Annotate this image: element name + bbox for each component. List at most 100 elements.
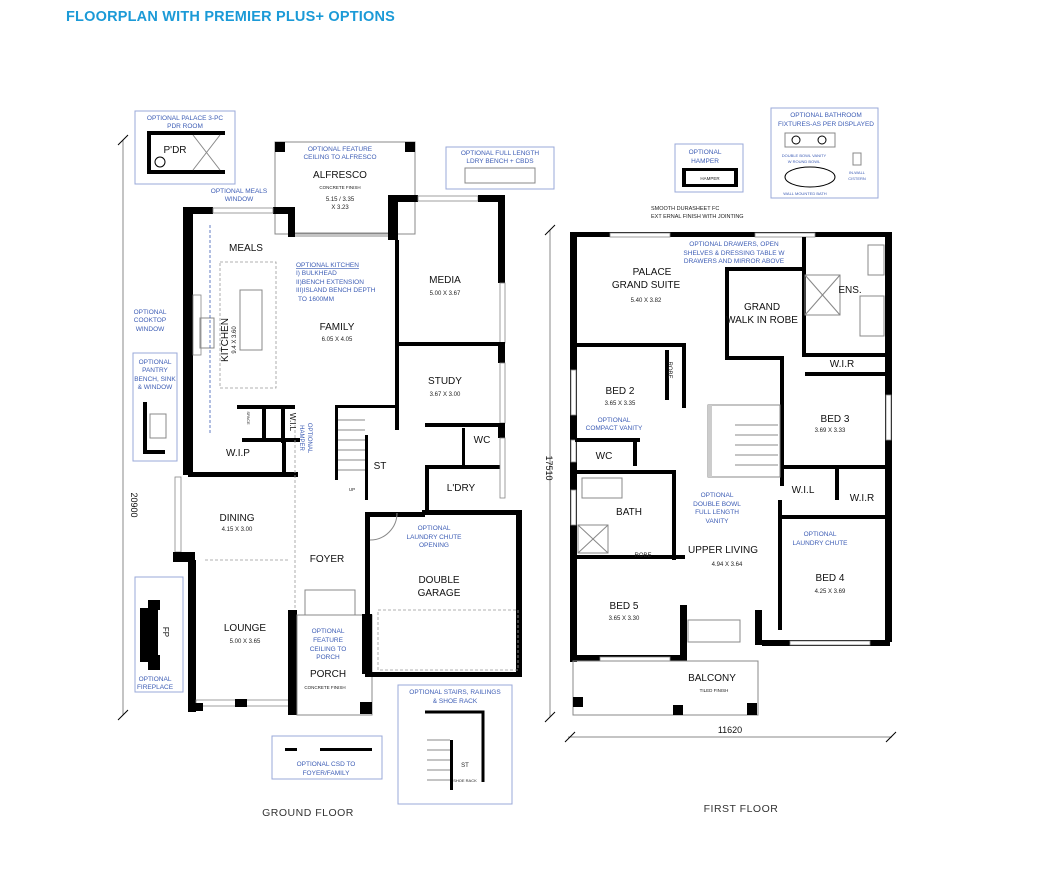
room-balcony: BALCONY [688,673,736,684]
room-alfresco: ALFRESCO [313,170,367,181]
option-alfresco-ceiling-2: CEILING TO ALFRESCO [303,154,376,161]
option-porch-2: FEATURE [313,637,344,644]
room-st: ST [374,461,387,472]
family-size: 6.05 X 4.05 [322,337,353,343]
first-floor-labels: OPTIONAL HAMPER HAMPER OPTIONAL BATHROOM… [586,112,875,815]
room-suite-2: GRAND SUITE [612,280,681,291]
bath-label: WALL MOUNTED BATH [783,191,827,196]
stairs-up-label: UP [349,487,355,492]
suite-size: 5.40 X 3.82 [631,298,662,304]
option-stairs-st: ST [461,763,469,769]
ground-floor-label: GROUND FLOOR [262,807,354,819]
option-drawers-1: OPTIONAL DRAWERS, OPEN [689,241,779,248]
option-pdr-2: PDR ROOM [167,123,203,130]
room-garage-2: GARAGE [418,588,461,599]
ground-floor-plan: 20900 [117,110,555,805]
option-compact-vanity-1: OPTIONAL [598,417,631,424]
option-compact-vanity-2: COMPACT VANITY [586,425,643,432]
bed2-size: 3.65 X 3.35 [605,401,636,407]
porch-finish: CONCRETE FINISH [304,685,345,690]
study-size: 3.67 X 3.00 [430,392,461,398]
bed4-size: 4.25 X 3.69 [815,589,846,595]
option-porch-4: PORCH [316,654,340,661]
option-bathroom-1: OPTIONAL BATHROOM [790,112,862,119]
cistern-label-2: CISTERN [848,176,866,181]
option-fireplace-2: FIREPLACE [137,684,174,691]
option-drawers-3: DRAWERS AND MIRROR ABOVE [684,258,785,265]
option-pdr-1: OPTIONAL PALACE 3-PC [147,115,224,122]
dimension-11620: 11620 [718,725,742,735]
space-label: SPACE [246,411,251,425]
room-gwir-2: WALK IN ROBE [726,315,798,326]
balcony-finish: TILED FINISH [700,688,729,693]
option-csd-2: FOYER/FAMILY [303,770,350,777]
room-media: MEDIA [429,275,461,286]
option-hamper-1: OPTIONAL [689,149,722,156]
room-wc-first: WC [596,451,613,462]
vanity-label-1: DOUBLE BOWL VANITY [782,153,827,158]
vanity-label-2: W ROUND BOWL [788,159,821,164]
option-double-vanity-4: VANITY [706,518,730,525]
option-cooktop-3: WINDOW [136,326,165,333]
option-cooktop-2: COOKTOP [134,317,166,324]
option-laundry-chute-1: OPTIONAL [418,525,451,532]
cladding-note-2: EXT ERNAL FINISH WITH JOINTING [651,214,744,220]
option-csd-1: OPTIONAL CSD TO [297,761,356,768]
first-floor-label: FIRST FLOOR [704,803,779,815]
option-hamper-2: HAMPER [298,425,304,451]
room-dining: DINING [220,513,255,524]
room-kitchen: KITCHEN [220,318,231,362]
option-cooktop-1: OPTIONAL [134,309,167,316]
room-pdr: P'DR [163,145,186,156]
media-size: 5.00 X 3.67 [430,291,461,297]
option-pantry-4: & WINDOW [138,384,174,391]
bed5-size: 3.65 X 3.30 [609,616,640,622]
room-gwir-1: GRAND [744,302,780,313]
room-meals: MEALS [229,243,263,254]
fireplace-label: FP [161,627,170,637]
alfresco-size-1: 5.15 / 3.35 [326,197,355,203]
option-stairs-2: & SHOE RACK [433,698,478,705]
cladding-note-1: SMOOTH DURASHEET FC [651,206,719,212]
option-bathroom-2: FIXTURES-AS PER DISPLAYED [778,121,874,128]
option-double-vanity-1: OPTIONAL [701,492,734,499]
room-study: STUDY [428,376,462,387]
option-laundry-chute-2: LAUNDRY CHUTE [406,534,462,541]
room-garage-1: DOUBLE [418,575,459,586]
room-suite-1: PALACE [633,267,672,278]
option-porch-3: CEILING TO [310,646,347,653]
alfresco-finish: CONCRETE FINISH [319,185,360,190]
dimension-20900: 20900 [129,492,139,517]
room-family: FAMILY [320,322,355,333]
shoe-rack-label: SHOE RACK [453,778,477,783]
first-floor-plan: 17510 11620 [544,107,897,743]
hamper-label: HAMPER [700,176,720,181]
option-pantry-2: PANTRY [142,367,168,374]
option-hamper-2: HAMPER [691,158,719,165]
option-meals-window-2: WINDOW [225,196,254,203]
room-robe-2: ROBE [634,553,651,559]
cistern-label-1: IN-WALL [849,170,866,175]
room-bed4: BED 4 [816,573,845,584]
dimension-17510: 17510 [544,455,554,480]
option-meals-window-1: OPTIONAL MEALS [211,188,268,195]
room-bath: BATH [616,507,642,518]
alfresco-size-2: X 3.23 [331,205,349,211]
room-bed5: BED 5 [610,601,639,612]
option-kitchen-1: OPTIONAL KITCHEN [296,262,359,269]
option-ldry-bench-2: LDRY BENCH + CBDS [466,158,534,165]
room-wip: W.I.P [226,448,250,459]
option-drawers-2: SHELVES & DRESSING TABLE W [683,250,785,257]
page-title: FLOORPLAN WITH PREMIER PLUS+ OPTIONS [66,9,396,25]
room-robe-1: ROBE [666,361,672,378]
option-kitchen-3: II)BENCH EXTENSION [296,279,364,286]
option-double-vanity-3: FULL LENGTH [695,509,739,516]
room-bed3: BED 3 [821,414,850,425]
room-wil: W.I.L [288,413,297,432]
option-pantry-1: OPTIONAL [139,359,172,366]
option-alfresco-ceiling-1: OPTIONAL FEATURE [308,146,373,153]
option-laundry-chute-1: OPTIONAL [804,531,837,538]
room-bed2: BED 2 [606,386,635,397]
option-kitchen-2: I) BULKHEAD [296,270,337,277]
